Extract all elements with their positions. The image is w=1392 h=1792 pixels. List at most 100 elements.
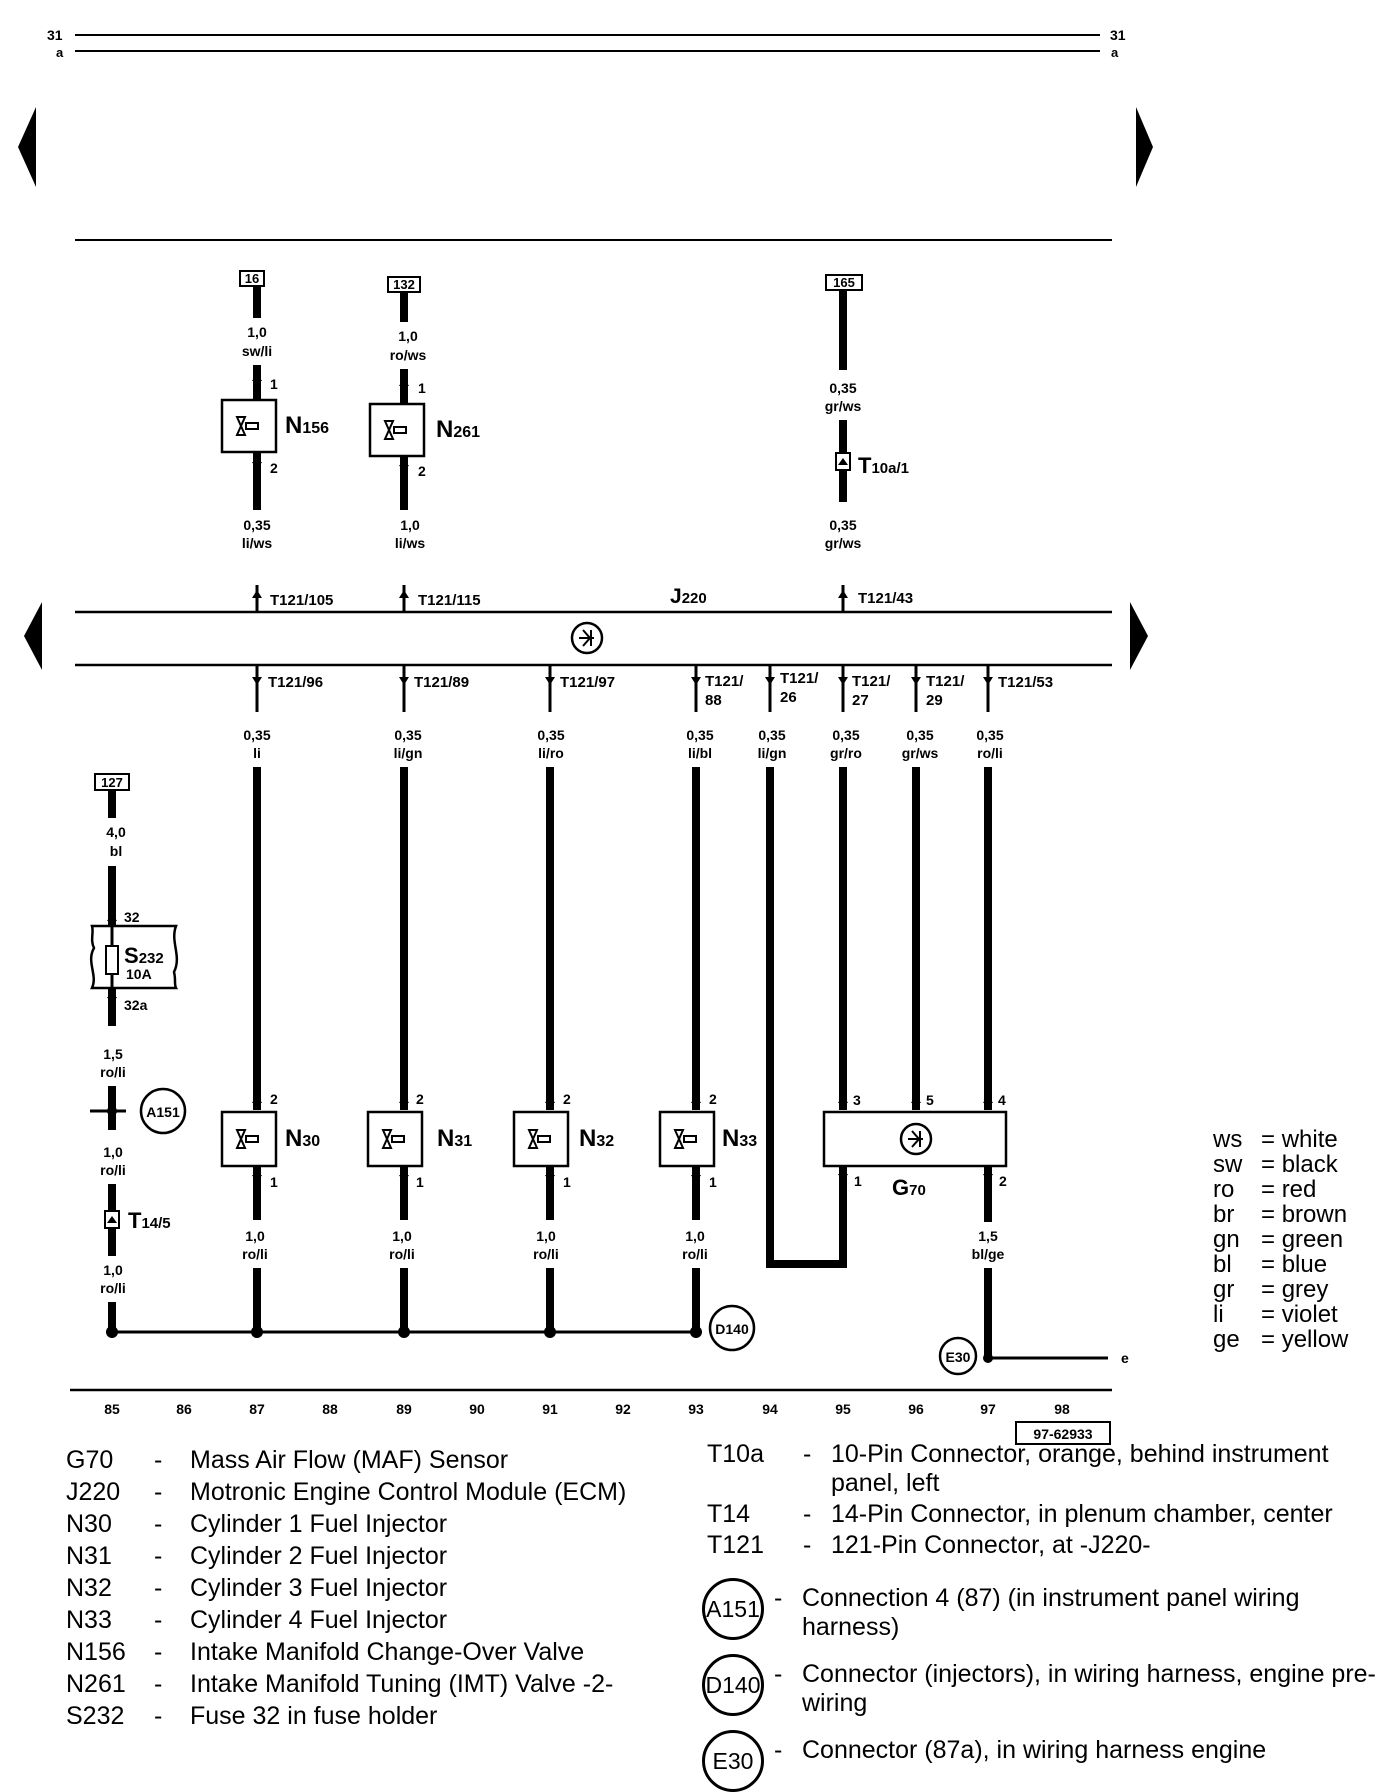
fuse-rating: 10A (126, 966, 152, 982)
pin: 2 (999, 1173, 1007, 1189)
legend-code: G70 (66, 1446, 114, 1474)
grid-number: 96 (908, 1401, 924, 1417)
ecm-pin: T121/ (780, 670, 819, 687)
legend-desc: Motronic Engine Control Module (ECM) (190, 1478, 627, 1506)
wire-color: ro/li (100, 1064, 126, 1080)
pin: 1 (709, 1174, 717, 1190)
n261-circuit: 132 1,0 ro/ws 1 N261 2 1,0 li/ws T121/11… (368, 276, 481, 612)
color-code-row: gn= green (1213, 1226, 1344, 1253)
ground-bus: D140 E30 e (106, 1304, 1129, 1376)
ecm-pin: T121/105 (270, 592, 333, 609)
pin: 3 (853, 1092, 861, 1108)
legend-item: N156-Intake Manifold Change-Over Valve (66, 1636, 626, 1668)
ecm-label: J220 (670, 585, 707, 608)
wire-size: 0,35 (537, 727, 564, 743)
wire-color: ro/li (389, 1246, 415, 1262)
wire-size: 0,35 (243, 517, 270, 533)
d140-label: D140 (715, 1321, 749, 1337)
wire-color: li/ws (395, 535, 426, 551)
wire-size: 1,0 (245, 1228, 265, 1244)
legend-desc: Connector (87a), in wiring harness engin… (802, 1736, 1267, 1764)
pin: 2 (563, 1091, 571, 1107)
pin: 1 (416, 1174, 424, 1190)
grid-number: 97 (980, 1401, 996, 1417)
wire-size: 1,0 (398, 328, 418, 344)
color-code-row: ro= red (1213, 1176, 1317, 1203)
legend-item: G70-Mass Air Flow (MAF) Sensor (66, 1444, 626, 1476)
grid-number: 90 (469, 1401, 485, 1417)
grid-number: 95 (835, 1401, 851, 1417)
color-code: ge (1213, 1326, 1240, 1353)
legend-desc: Cylinder 3 Fuel Injector (190, 1574, 448, 1602)
wire-size: 0,35 (829, 380, 856, 396)
legend-code: N156 (66, 1638, 126, 1666)
ecm-j220: J220 (75, 585, 1112, 667)
wire-color: ro/li (533, 1246, 559, 1262)
grid-number: 88 (322, 1401, 338, 1417)
color-code: br (1213, 1201, 1235, 1228)
color-code: gr (1213, 1276, 1235, 1303)
wire-size: 0,35 (976, 727, 1003, 743)
legend-dash: - (154, 1574, 163, 1602)
n156-circuit: 16 1,0 sw/li 1 N156 2 0,35 li/ws T121/10… (220, 270, 333, 612)
legend-dash: - (774, 1736, 783, 1764)
legend-dash: - (154, 1478, 163, 1506)
pin: 5 (926, 1092, 934, 1108)
grid-number: 93 (688, 1401, 704, 1417)
wire-size: 0,35 (394, 727, 421, 743)
color-code-row: bl= blue (1213, 1251, 1328, 1278)
legend-desc: Connector (injectors), in wiring harness… (802, 1660, 1376, 1717)
wire-color: gr/ws (902, 745, 939, 761)
ref-top-left-sub: a (56, 45, 64, 60)
legend-desc: Mass Air Flow (MAF) Sensor (190, 1446, 509, 1474)
wire-size: 0,35 (758, 727, 785, 743)
arrow-right-mid-icon (1130, 602, 1148, 670)
pin: 32a (124, 997, 148, 1013)
legend-dash: - (774, 1660, 783, 1688)
n30-label: N30 (285, 1125, 320, 1152)
pin: 2 (270, 1091, 278, 1107)
wire-size: 0,35 (832, 727, 859, 743)
legend-desc: Intake Manifold Change-Over Valve (190, 1638, 585, 1666)
legend-desc: 14-Pin Connector, in plenum chamber, cen… (831, 1500, 1333, 1528)
wire-color: sw/li (242, 343, 272, 359)
legend-item: N31-Cylinder 2 Fuel Injector (66, 1540, 626, 1572)
legend-desc: Cylinder 2 Fuel Injector (190, 1542, 448, 1570)
ecm-pin: T121/89 (414, 674, 469, 691)
ecm-pin: 27 (852, 692, 869, 709)
ref-top-left: 31 (47, 27, 63, 43)
pin: 1 (270, 376, 278, 392)
color-code-row: ge= yellow (1213, 1326, 1349, 1353)
component-legend-right: T10a-10-Pin Connector, orange, behind in… (702, 1440, 1392, 1792)
ecm-outputs: T121/96 0,35 li T121/89 0,35 li/gn T121/… (243, 665, 1053, 1268)
color-name: brown (1281, 1201, 1348, 1228)
grid-numbers: 85 86 87 88 89 90 91 92 93 94 95 96 97 9… (104, 1401, 1070, 1417)
wire-size: 1,0 (103, 1144, 123, 1160)
s232-label: S232 (124, 943, 164, 968)
wire-size: 1,0 (103, 1262, 123, 1278)
wire-color: li/gn (758, 745, 787, 761)
legend-circle-code: D140 (702, 1654, 764, 1716)
color-name: white (1281, 1126, 1338, 1153)
color-code-row: ws= white (1213, 1126, 1338, 1153)
legend-item: N32-Cylinder 3 Fuel Injector (66, 1572, 626, 1604)
component-legend-left: G70-Mass Air Flow (MAF) Sensor J220-Motr… (66, 1444, 626, 1732)
legend-dash: - (803, 1500, 812, 1528)
t10a-label: T10a/1 (858, 453, 909, 478)
e30-label: E30 (946, 1349, 971, 1365)
wire-color: gr/ro (830, 745, 862, 761)
terminal-132: 132 (393, 277, 415, 292)
color-code-row: br= brown (1213, 1201, 1348, 1228)
pin: 1 (270, 1174, 278, 1190)
legend-dash: - (154, 1542, 163, 1570)
color-code: gn (1213, 1226, 1240, 1253)
ecm-pin: T121/115 (418, 592, 481, 609)
color-name: blue (1281, 1251, 1328, 1278)
legend-desc: Cylinder 4 Fuel Injector (190, 1606, 448, 1634)
legend-item: T14-14-Pin Connector, in plenum chamber,… (707, 1500, 1392, 1529)
grid-number: 94 (762, 1401, 778, 1417)
color-name: yellow (1281, 1326, 1349, 1353)
legend-circle-code: E30 (702, 1730, 764, 1792)
wire-color: ro/li (100, 1162, 126, 1178)
legend-item: J220-Motronic Engine Control Module (ECM… (66, 1476, 626, 1508)
